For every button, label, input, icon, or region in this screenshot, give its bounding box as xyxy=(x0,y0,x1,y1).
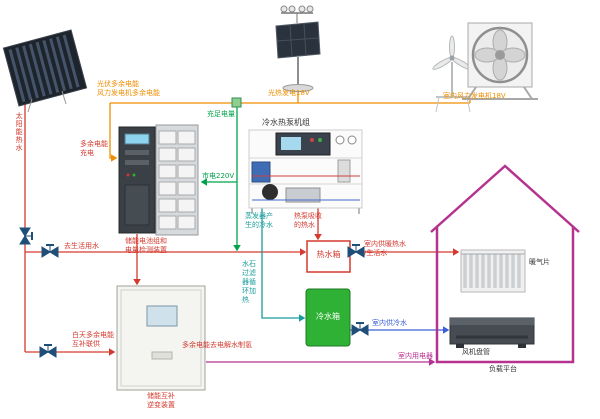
solar-tracker xyxy=(275,5,321,92)
wind-surplus-label: 风力发电机多余电能 xyxy=(97,89,160,97)
pv-surplus-label: 光伏多余电能 xyxy=(97,80,139,88)
evaporator-chilled-label: 蒸发器产 生的冷水 xyxy=(245,212,275,230)
radiator-label: 暖气片 xyxy=(529,258,550,266)
label-line: 储能电池组和 xyxy=(125,237,167,245)
label-line: 热泵吸收 xyxy=(294,212,322,220)
wind-turbine xyxy=(432,35,472,113)
junction-box xyxy=(231,97,242,108)
label-line: 多余电能 xyxy=(80,140,108,148)
inverter-cabinet xyxy=(116,285,206,391)
heating-water-label: 室内供暖热水 /生活水 xyxy=(364,240,412,258)
label-line: /生活水 xyxy=(364,249,388,258)
hot-water-tank xyxy=(306,240,351,273)
load-platform-label: 负载平台 xyxy=(489,365,517,373)
wind-source-fan xyxy=(462,22,538,100)
hot-tank-label: 热水箱 xyxy=(316,250,341,259)
heat-pump-unit xyxy=(248,129,363,214)
label-line: 白天多余电能 xyxy=(72,331,114,339)
to-domestic-water-label: 去生活用水 xyxy=(64,242,99,250)
surplus-charging-label: 多余电能 充电 xyxy=(80,140,110,158)
label-line: 逆变装置 xyxy=(147,401,175,410)
control-cabinet xyxy=(118,126,156,234)
indoor-chilled-water-label: 室内供冷水 xyxy=(372,319,407,327)
valve-icon xyxy=(39,344,57,358)
cold-water-tank xyxy=(305,288,351,347)
label-line: 充电 xyxy=(80,149,94,158)
valve-icon xyxy=(41,244,59,258)
fan-coil-label: 风机盘管 xyxy=(462,348,490,356)
solar-collector xyxy=(2,29,88,113)
filter-circulation-label: 水石过滤器循环加热 xyxy=(242,260,256,305)
sufficient-power-label: 充足电量 xyxy=(207,110,235,118)
chilled-water-pipes xyxy=(261,208,306,322)
label-line: 电量检测装置 xyxy=(125,246,167,255)
label-line: 储能互补 xyxy=(147,392,175,400)
battery-cabinet xyxy=(155,124,199,236)
house-outline xyxy=(430,164,580,364)
valve-icon xyxy=(347,244,365,258)
indoor-wind-gen-label: 室内风力发电机18V xyxy=(443,92,506,100)
label-line: 室内供暖热水 xyxy=(364,240,406,248)
heat-pump-title: 冷水热泵机组 xyxy=(262,118,310,127)
label-line: 的热水 xyxy=(294,221,315,230)
daytime-surplus-label: 白天多余电能 互补联供 xyxy=(72,331,118,349)
solar-hot-water-label: 太阳能热水 xyxy=(15,112,24,152)
indoor-appliances-label: 室内用电器 xyxy=(398,352,433,360)
label-line: 互补联供 xyxy=(72,340,100,349)
cold-tank-label: 冷水箱 xyxy=(316,312,340,321)
radiator xyxy=(460,249,526,293)
heat-pump-hot-label: 热泵吸收 的热水 xyxy=(294,212,324,230)
surplus-to-hydrogen-label: 多余电能去电解水制氢 xyxy=(182,341,252,349)
battery-caption: 储能电池组和 电量检测装置 xyxy=(114,237,178,255)
power-wires-green xyxy=(200,107,241,252)
label-line: 生的冷水 xyxy=(245,221,273,230)
mains-220v-label: 市电220V xyxy=(202,172,235,180)
fan-coil-unit xyxy=(449,317,535,348)
inverter-caption: 储能互补 逆变装置 xyxy=(133,392,189,410)
label-line: 蒸发器产 xyxy=(245,212,273,220)
valve-icon xyxy=(19,227,33,245)
valve-icon xyxy=(351,322,369,336)
solar-thermal-gen-label: 光热发电18V xyxy=(268,89,310,97)
